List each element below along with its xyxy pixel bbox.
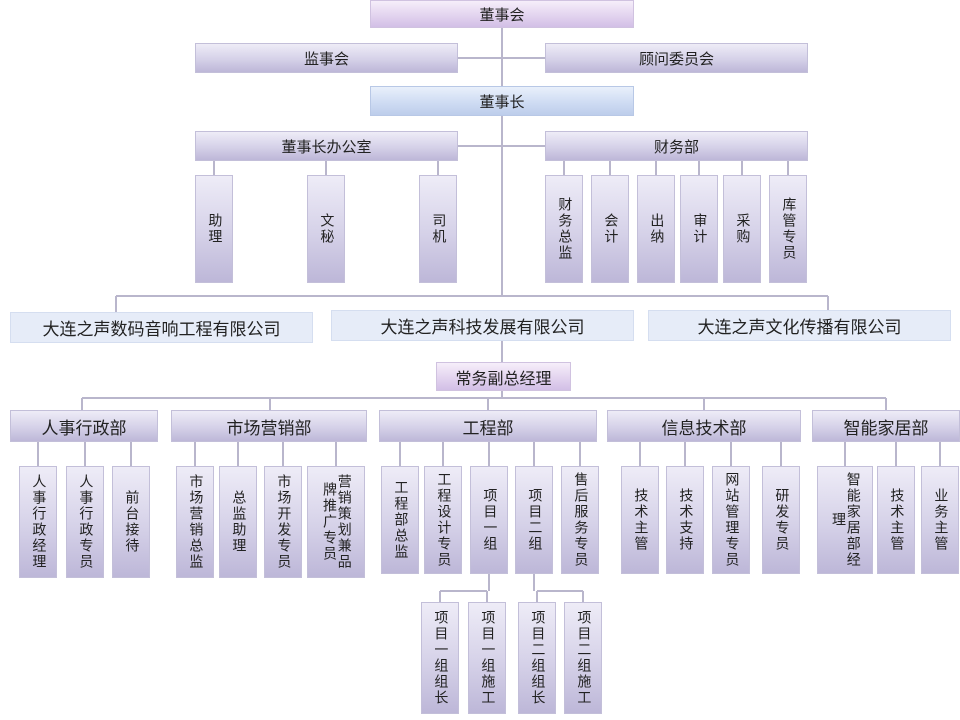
role-label: 总监助理 — [230, 490, 247, 554]
role-box: 业务主管 — [921, 466, 959, 574]
project-sub-box: 项目一组组长 — [421, 602, 459, 714]
project-sub-box: 项目二组组长 — [518, 602, 556, 714]
role-box: 总监助理 — [219, 466, 257, 578]
role-label: 智能家居部经理 — [830, 472, 861, 568]
chairman-office-box: 董事长办公室 — [195, 131, 458, 161]
project-sub-box: 项目一组施工 — [468, 602, 506, 714]
department-box: 人事行政部 — [10, 410, 158, 442]
company-box: 大连之声科技发展有限公司 — [331, 310, 634, 341]
finance-staff-box: 会计 — [591, 175, 629, 283]
finance-staff-box: 采购 — [723, 175, 761, 283]
project-sub-label: 项目二组施工 — [575, 610, 592, 706]
finance-staff-label: 采购 — [734, 213, 751, 245]
exec-vp-label: 常务副总经理 — [455, 368, 552, 388]
role-label: 技术主管 — [632, 488, 649, 552]
role-label: 前台接待 — [123, 490, 140, 554]
board-box: 董事会 — [370, 0, 634, 28]
department-label: 智能家居部 — [843, 418, 929, 439]
department-box: 信息技术部 — [607, 410, 801, 442]
finance-staff-label: 出纳 — [648, 213, 665, 245]
chairman-label: 董事长 — [479, 92, 525, 111]
advisory-label: 顾问委员会 — [638, 49, 714, 68]
supervisory-box: 监事会 — [195, 43, 458, 73]
board-label: 董事会 — [479, 5, 525, 24]
chairman-box: 董事长 — [370, 86, 634, 116]
project-sub-label: 项目一组施工 — [479, 610, 496, 706]
role-label: 市场开发专员 — [275, 474, 292, 570]
role-label: 研发专员 — [773, 488, 790, 552]
finance-staff-label: 库管专员 — [780, 197, 797, 261]
role-box: 项目二组 — [515, 466, 553, 574]
role-label: 工程设计专员 — [435, 472, 452, 568]
role-box: 市场开发专员 — [264, 466, 302, 578]
project-sub-box: 项目二组施工 — [564, 602, 602, 714]
finance-staff-label: 财务总监 — [556, 197, 573, 261]
role-label: 项目二组 — [526, 488, 543, 552]
project-sub-label: 项目二组组长 — [529, 610, 546, 706]
finance-staff-box: 财务总监 — [545, 175, 583, 283]
company-label: 大连之声文化传播有限公司 — [697, 318, 902, 338]
role-box: 人事行政经理 — [19, 466, 57, 578]
office-staff-label: 文秘 — [318, 213, 335, 245]
role-box: 营销策划兼品牌推广专员 — [307, 466, 365, 578]
finance-dept-label: 财务部 — [653, 137, 699, 156]
finance-staff-label: 审计 — [691, 213, 708, 245]
company-label: 大连之声科技发展有限公司 — [380, 318, 585, 338]
supervisory-label: 监事会 — [303, 49, 349, 68]
role-label: 项目一组 — [481, 488, 498, 552]
office-staff-label: 助理 — [206, 213, 223, 245]
role-label: 技术支持 — [677, 488, 694, 552]
department-label: 市场营销部 — [226, 418, 312, 439]
role-label: 工程部总监 — [392, 480, 409, 560]
department-label: 人事行政部 — [41, 418, 127, 439]
role-box: 智能家居部经理 — [817, 466, 873, 574]
role-label: 售后服务专员 — [572, 472, 589, 568]
company-label: 大连之声数码音响工程有限公司 — [42, 320, 281, 340]
role-box: 工程部总监 — [381, 466, 419, 574]
advisory-box: 顾问委员会 — [545, 43, 808, 73]
office-staff-box: 助理 — [195, 175, 233, 283]
role-label: 人事行政经理 — [30, 474, 47, 570]
department-box: 工程部 — [379, 410, 597, 442]
role-label: 业务主管 — [932, 488, 949, 552]
office-staff-box: 文秘 — [307, 175, 345, 283]
role-box: 技术支持 — [666, 466, 704, 574]
role-box: 技术主管 — [877, 466, 915, 574]
role-label: 网站管理专员 — [723, 472, 740, 568]
project-sub-label: 项目一组组长 — [432, 610, 449, 706]
finance-staff-box: 出纳 — [637, 175, 675, 283]
finance-staff-label: 会计 — [602, 213, 619, 245]
role-box: 工程设计专员 — [424, 466, 462, 574]
role-box: 网站管理专员 — [712, 466, 750, 574]
role-box: 售后服务专员 — [561, 466, 599, 574]
role-box: 市场营销总监 — [176, 466, 214, 578]
role-label: 市场营销总监 — [187, 474, 204, 570]
role-box: 技术主管 — [621, 466, 659, 574]
department-label: 工程部 — [462, 418, 514, 439]
department-label: 信息技术部 — [661, 418, 747, 439]
role-label: 营销策划兼品牌推广专员 — [321, 474, 352, 570]
finance-staff-box: 库管专员 — [769, 175, 807, 283]
role-box: 项目一组 — [470, 466, 508, 574]
company-box: 大连之声文化传播有限公司 — [648, 310, 951, 341]
office-staff-label: 司机 — [430, 213, 447, 245]
role-box: 人事行政专员 — [66, 466, 104, 578]
finance-dept-box: 财务部 — [545, 131, 808, 161]
role-box: 前台接待 — [112, 466, 150, 578]
role-label: 人事行政专员 — [77, 474, 94, 570]
role-label: 技术主管 — [888, 488, 905, 552]
department-box: 智能家居部 — [812, 410, 960, 442]
role-box: 研发专员 — [762, 466, 800, 574]
chairman-office-label: 董事长办公室 — [281, 137, 372, 156]
department-box: 市场营销部 — [171, 410, 367, 442]
finance-staff-box: 审计 — [680, 175, 718, 283]
exec-vp-box: 常务副总经理 — [436, 362, 571, 391]
office-staff-box: 司机 — [419, 175, 457, 283]
company-box: 大连之声数码音响工程有限公司 — [10, 312, 313, 343]
